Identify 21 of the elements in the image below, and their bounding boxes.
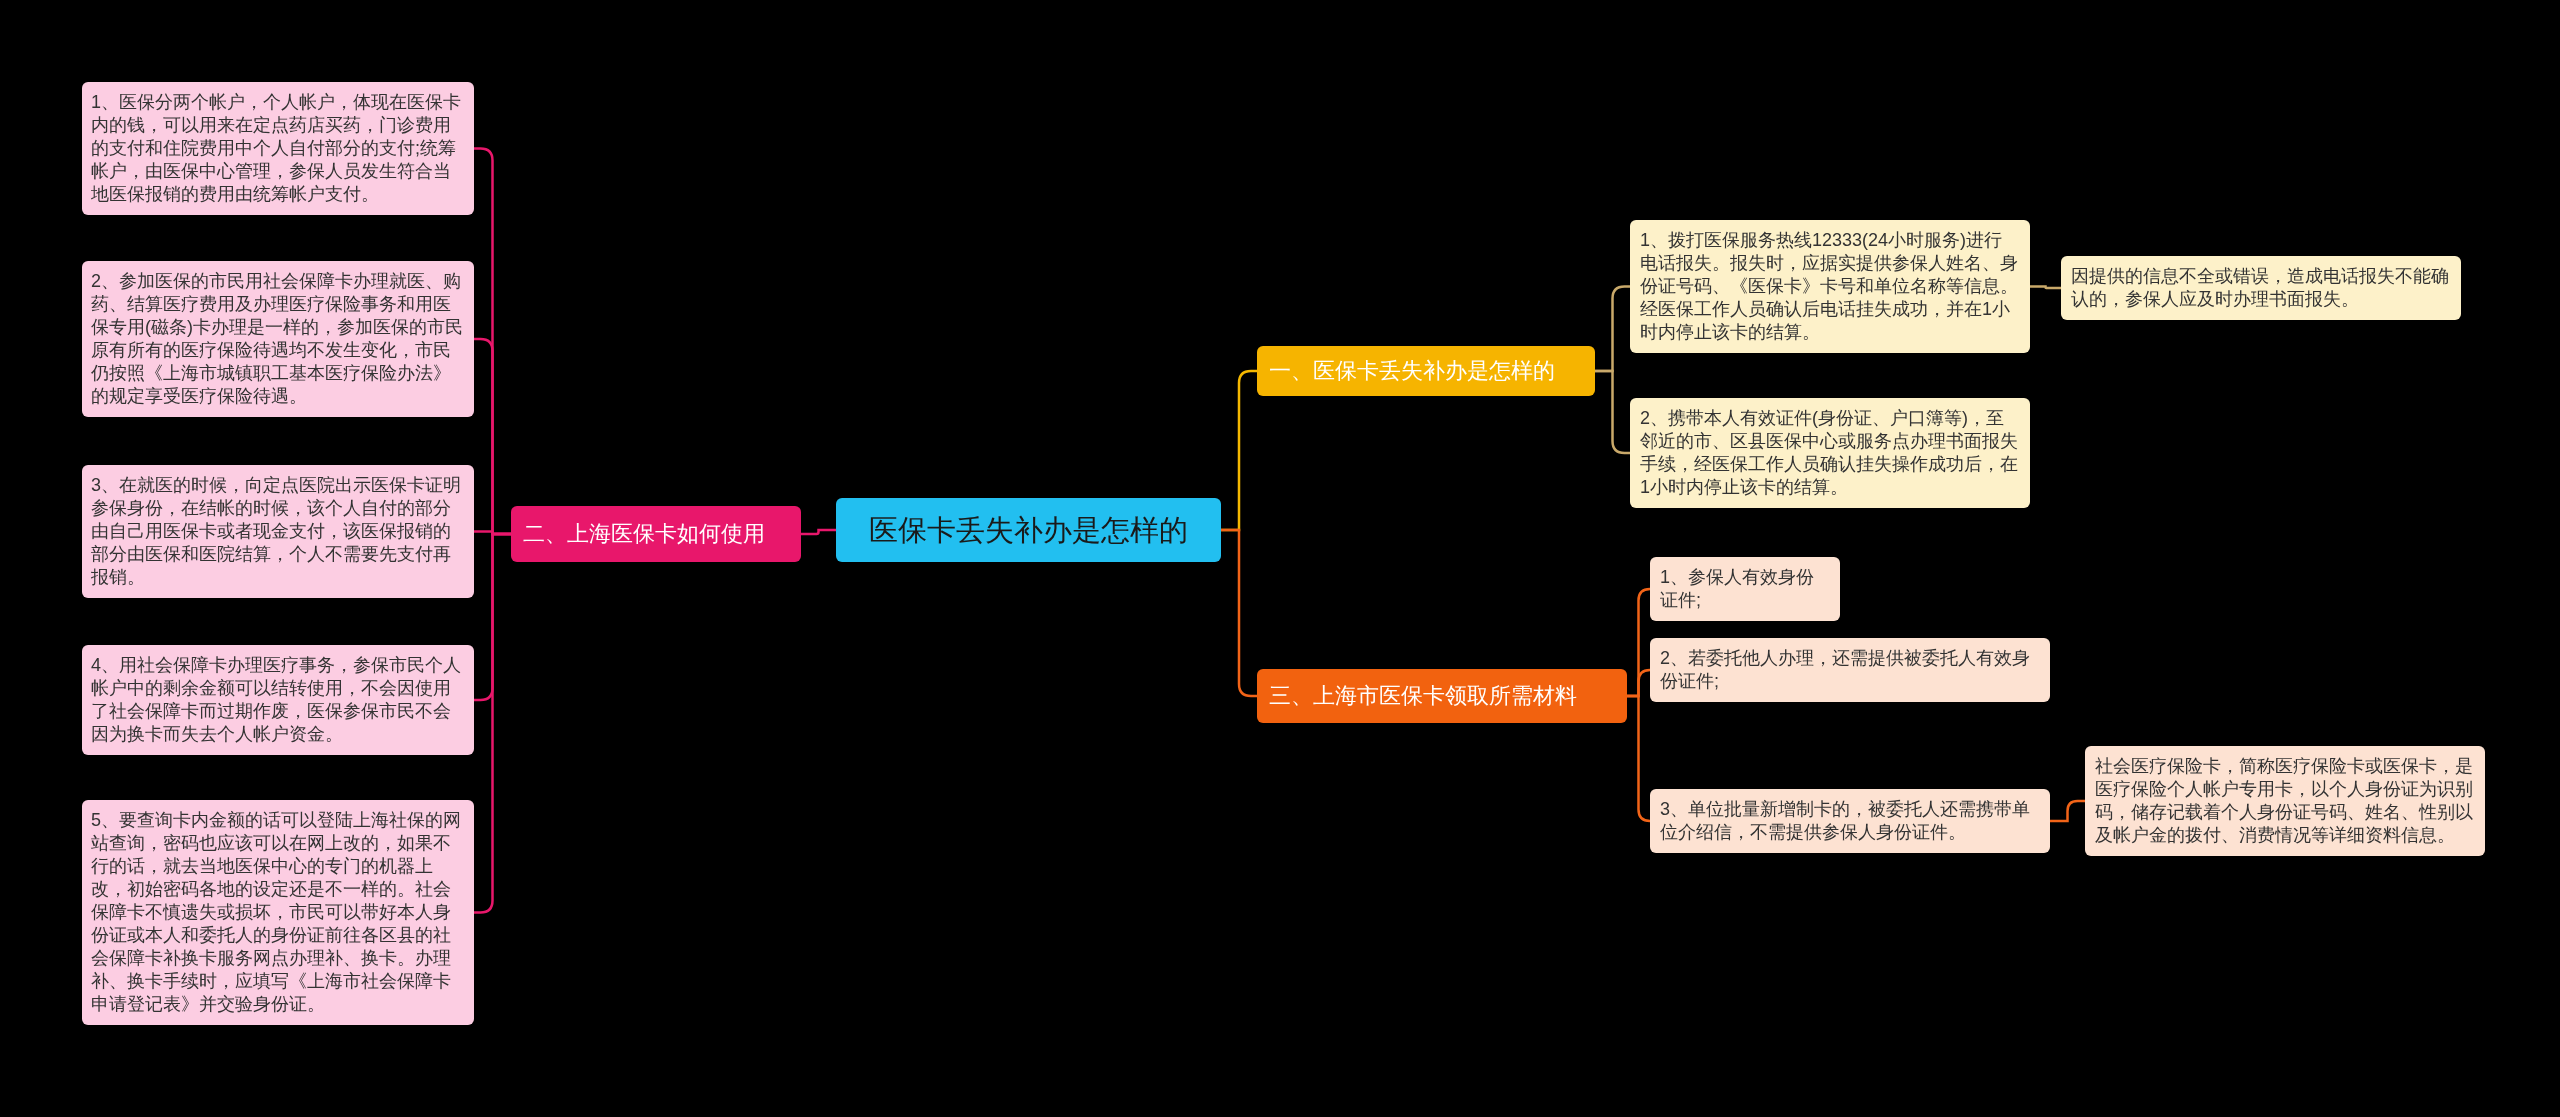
connector-line xyxy=(1627,694,1652,823)
subtopic-box: 5、要查询卡内金额的话可以登陆上海社保的网站查询，密码也应该可以在网上改的，如果不行的话，就去当地医保中心的专门的机器上改，初始密码各地的设定还是不一样的。社会保障卡不慎遗失或损坏，市民可以带好本人身份证或本人和委托人的身份证前往各区县的社会保障卡补换卡服务网点办理补、换卡。办理补、换卡手续时，应填写《上海市社会保障卡申请登记表》并交验身份证。 xyxy=(82,800,474,1025)
connector-line xyxy=(2050,799,2085,823)
connector-line xyxy=(801,528,836,536)
subtopic-box: 2、携带本人有效证件(身份证、户口簿等)，至邻近的市、区县医保中心或服务点办理书面报失手续，经医保工作人员确认挂失操作成功后，在1小时内停止该卡的结算。 xyxy=(1630,398,2030,508)
connector-line xyxy=(2030,285,2061,290)
branch-topic-box: 二、上海医保卡如何使用 xyxy=(511,506,801,562)
subtopic-box: 2、若委托他人办理，还需提供被委托人有效身份证件; xyxy=(1650,638,2050,702)
subtopic-box: 3、单位批量新增制卡的，被委托人还需携带单位介绍信，不需提供参保人身份证件。 xyxy=(1650,789,2050,853)
subtopic-box: 1、医保分两个帐户，个人帐户，体现在医保卡内的钱，可以用来在定点药店买药，门诊费用的支付和住院费用中个人自付部分的支付;统筹帐户，由医保中心管理，参保人员发生符合当地医保报销的费用由统筹帐户支付。 xyxy=(82,82,474,215)
subtopic-box: 社会医疗保险卡，简称医疗保险卡或医保卡，是医疗保险个人帐户专用卡，以个人身份证为识别码，储存记载着个人身份证号码、姓名、性别以及帐户金的拨付、消费情况等详细资料信息。 xyxy=(2085,746,2485,856)
connector-line xyxy=(474,532,511,914)
subtopic-box: 1、拨打医保服务热线12333(24小时服务)进行电话报失。报失时，应据实提供参保人姓名、身份证号码、《医保卡》卡号和单位名称等信息。经医保工作人员确认后电话挂失成功，并在1小时内停止该卡的结算。 xyxy=(1630,220,2030,353)
root-topic-box: 医保卡丢失补办是怎样的 xyxy=(836,498,1221,562)
subtopic-box: 4、用社会保障卡办理医疗事务，参保市民个人帐户中的剩余金额可以结转使用，不会因使用了社会保障卡而过期作废，医保参保市民不会因为换卡而失去个人帐户资金。 xyxy=(82,645,474,755)
branch-topic-box: 一、医保卡丢失补办是怎样的 xyxy=(1257,346,1595,396)
branch-topic-box: 三、上海市医保卡领取所需材料 xyxy=(1257,669,1627,723)
subtopic-box: 3、在就医的时候，向定点医院出示医保卡证明参保身份，在结帐的时候，该个人自付的部分由自己用医保卡或者现金支付，该医保报销的部分由医保和医院结算，个人不需要先支付再报销。 xyxy=(82,465,474,598)
subtopic-box: 1、参保人有效身份证件; xyxy=(1650,557,1840,621)
subtopic-box: 2、参加医保的市民用社会保障卡办理就医、购药、结算医疗费用及办理医疗保险事务和用医保专用(磁条)卡办理是一样的，参加医保的市民原有所有的医疗保险待遇均不发生变化，市民仍按照《上海市城镇职工基本医疗保险办法》的规定享受医疗保险待遇。 xyxy=(82,261,474,417)
subtopic-box: 因提供的信息不全或错误，造成电话报失不能确认的，参保人应及时办理书面报失。 xyxy=(2061,256,2461,320)
